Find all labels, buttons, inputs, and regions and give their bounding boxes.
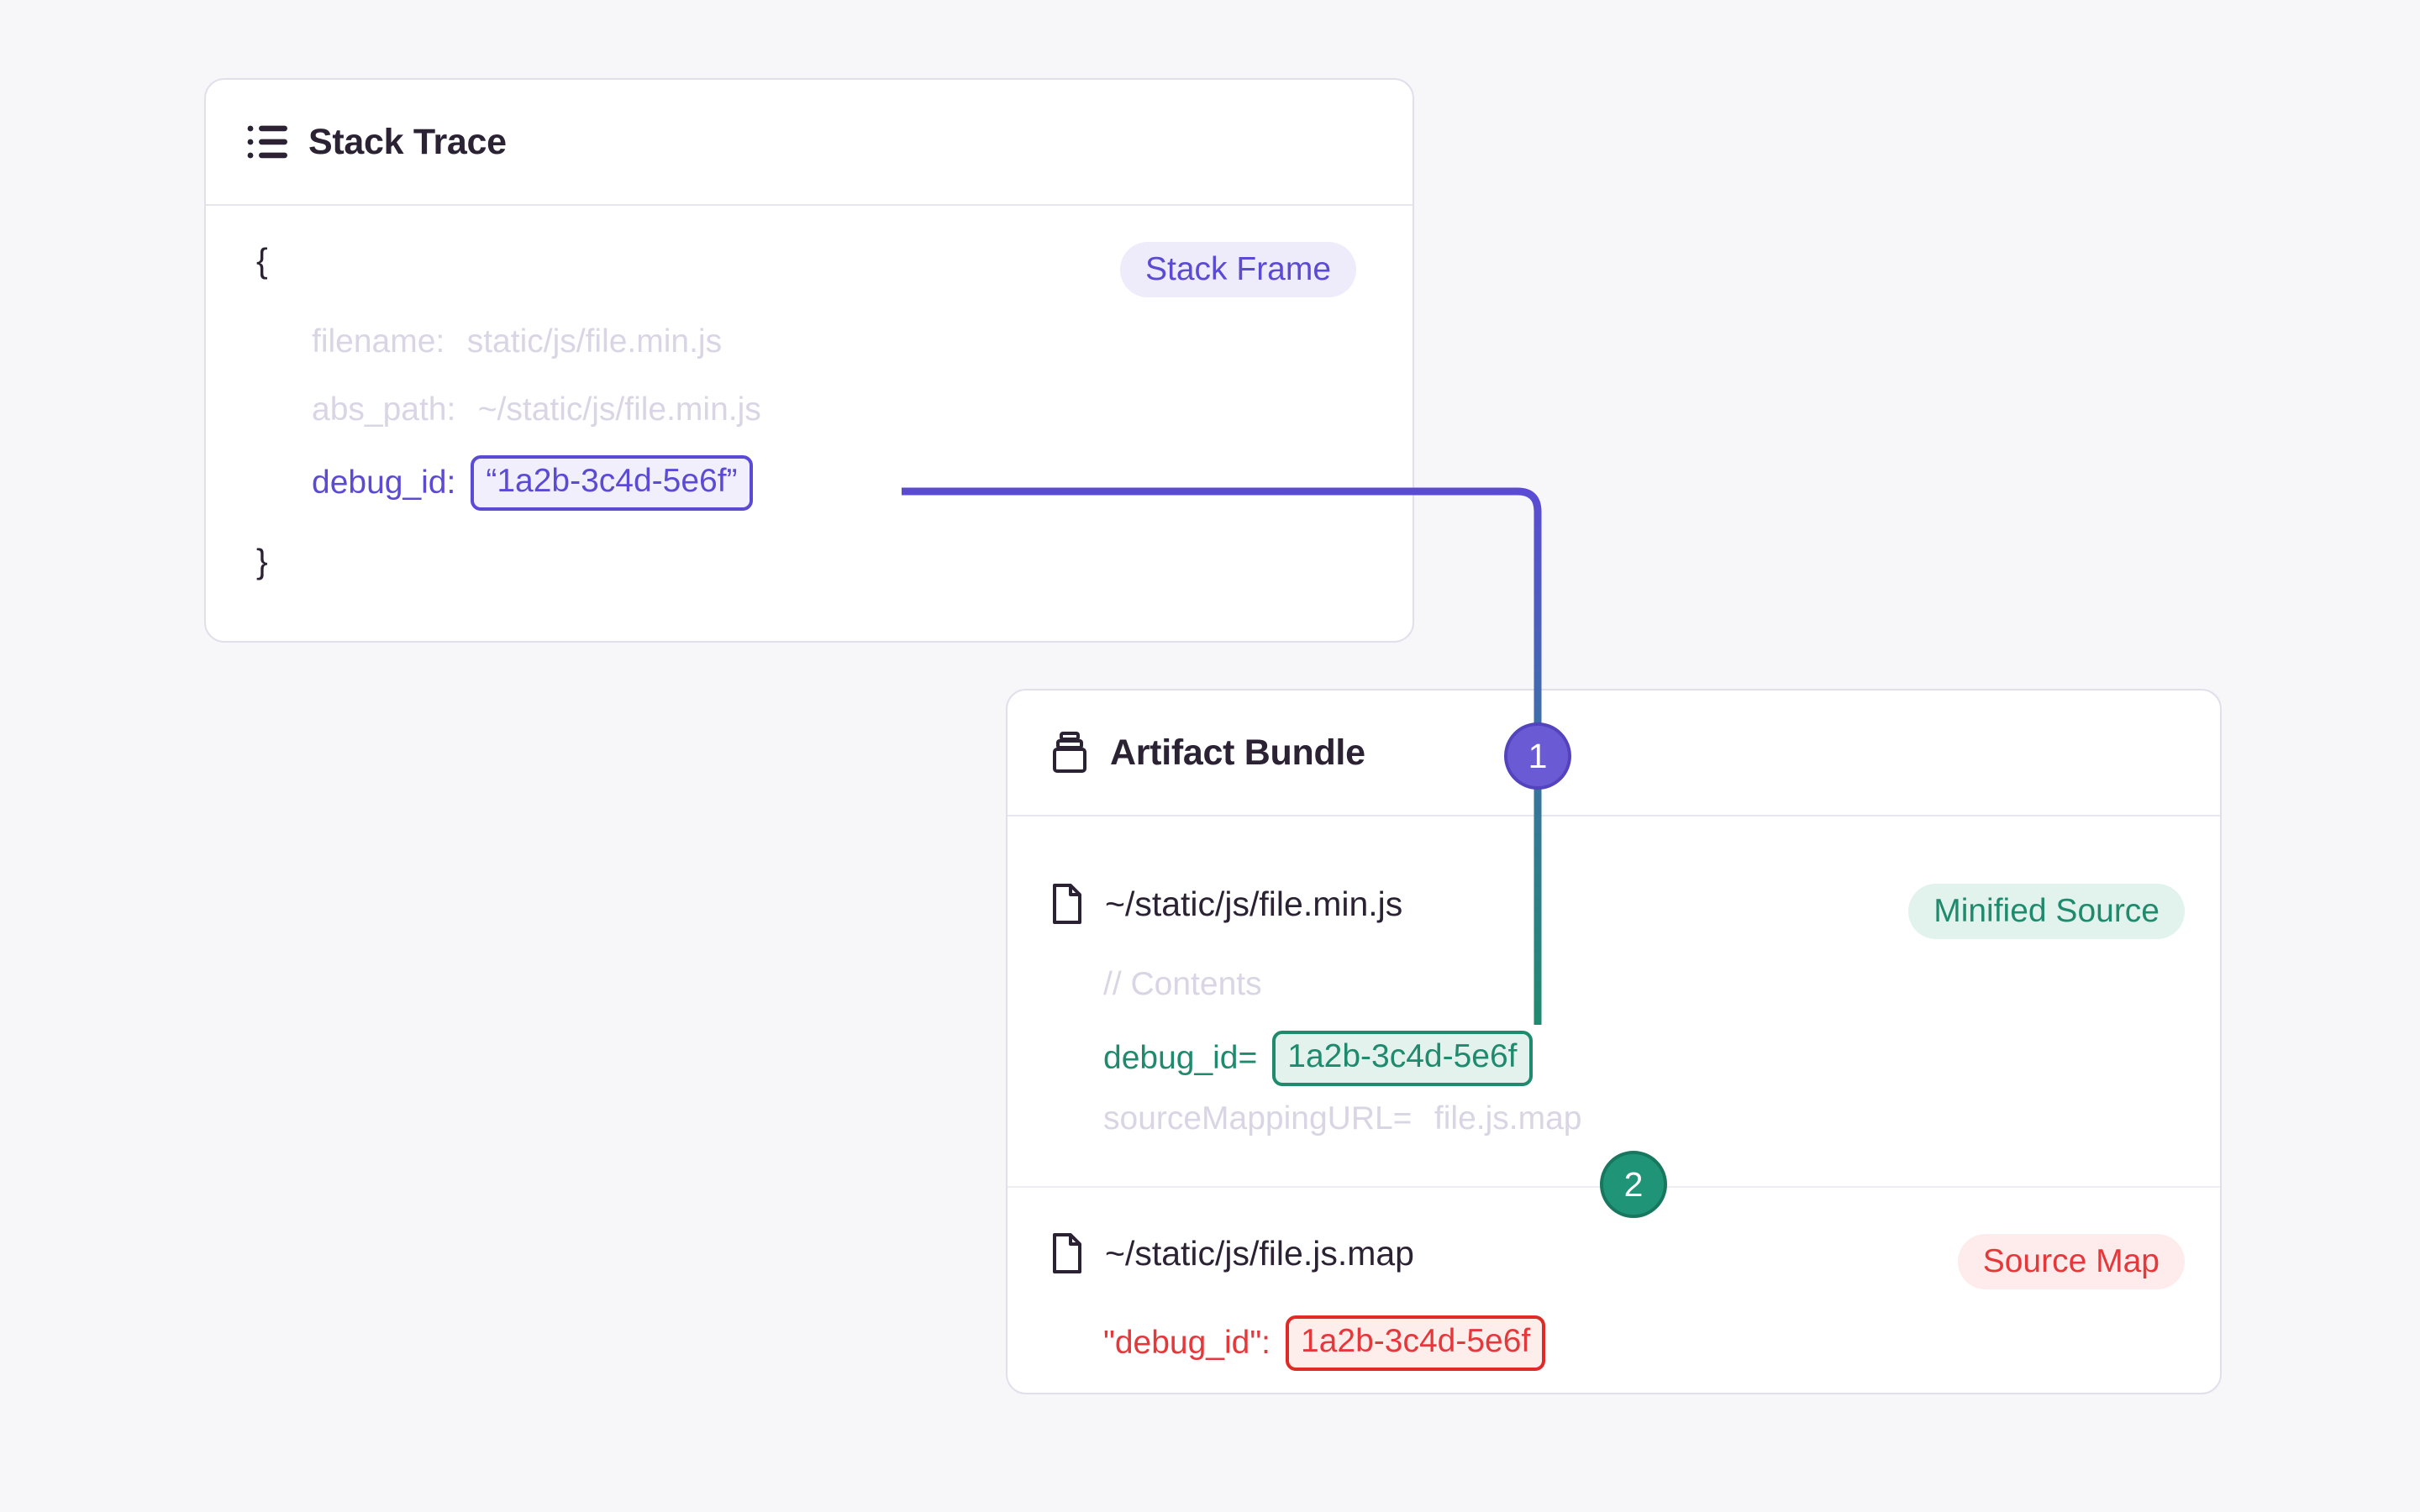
field-filename-key: filename:: [312, 323, 445, 360]
minified-sourcemappingurl-key: sourceMappingURL=: [1103, 1100, 1413, 1137]
file-name-sourcemap: ~/static/js/file.js.map: [1105, 1233, 1414, 1273]
sourcemap-debug-id-highlight[interactable]: 1a2b-3c4d-5e6f: [1286, 1315, 1546, 1371]
artifact-bundle-card: Artifact Bundle ~/static/js/file.min.js …: [1006, 689, 2222, 1394]
field-debugid-row: debug_id: “1a2b-3c4d-5e6f”: [312, 455, 753, 511]
close-brace: }: [256, 542, 268, 580]
minified-debug-id-highlight[interactable]: 1a2b-3c4d-5e6f: [1272, 1031, 1533, 1086]
file-icon: [1048, 1231, 1086, 1275]
stack-trace-card: Stack Trace Stack Frame { filename: stat…: [204, 78, 1414, 643]
file-row-sourcemap[interactable]: ~/static/js/file.js.map: [1048, 1231, 1414, 1275]
artifact-bundle-title: Artifact Bundle: [1110, 732, 1365, 773]
sourcemap-debugid-key: "debug_id":: [1103, 1325, 1271, 1361]
open-brace: {: [256, 241, 268, 280]
minified-sourcemappingurl-row: sourceMappingURL= file.js.map: [1103, 1100, 1581, 1137]
stack-trace-header: Stack Trace: [206, 80, 1413, 206]
field-abspath-key: abs_path:: [312, 391, 456, 428]
file-icon: [1048, 882, 1086, 926]
file-row-minified[interactable]: ~/static/js/file.min.js: [1048, 882, 1402, 926]
source-map-pill: Source Map: [1957, 1234, 2185, 1289]
artifact-bundle-header: Artifact Bundle: [1007, 690, 2220, 816]
file-name-minified: ~/static/js/file.min.js: [1105, 884, 1403, 923]
sourcemap-debugid-row: "debug_id": 1a2b-3c4d-5e6f: [1103, 1315, 1546, 1371]
package-icon: [1048, 731, 1092, 774]
field-debugid-key: debug_id:: [312, 465, 456, 501]
minified-sourcemappingurl-value: file.js.map: [1434, 1100, 1582, 1137]
minified-source-pill: Minified Source: [1908, 884, 2185, 939]
field-filename-row: filename: static/js/file.min.js: [312, 323, 722, 360]
minified-debugid-row: debug_id= 1a2b-3c4d-5e6f: [1103, 1031, 1533, 1086]
field-filename-value: static/js/file.min.js: [466, 323, 723, 360]
stack-trace-body: Stack Frame { filename: static/js/file.m…: [206, 206, 1413, 580]
step-badge-2: 2: [1600, 1151, 1667, 1218]
field-abspath-value: ~/static/js/file.min.js: [477, 391, 761, 428]
field-abspath-row: abs_path: ~/static/js/file.min.js: [312, 391, 761, 428]
stack-trace-debug-id-highlight[interactable]: “1a2b-3c4d-5e6f”: [471, 455, 753, 511]
stack-frame-pill: Stack Frame: [1120, 242, 1357, 297]
stack-trace-title: Stack Trace: [308, 121, 507, 162]
list-icon: [246, 120, 290, 164]
step-badge-1: 1: [1504, 722, 1571, 790]
minified-contents-comment: // Contents: [1103, 966, 1262, 1002]
minified-debugid-key: debug_id=: [1103, 1040, 1258, 1076]
